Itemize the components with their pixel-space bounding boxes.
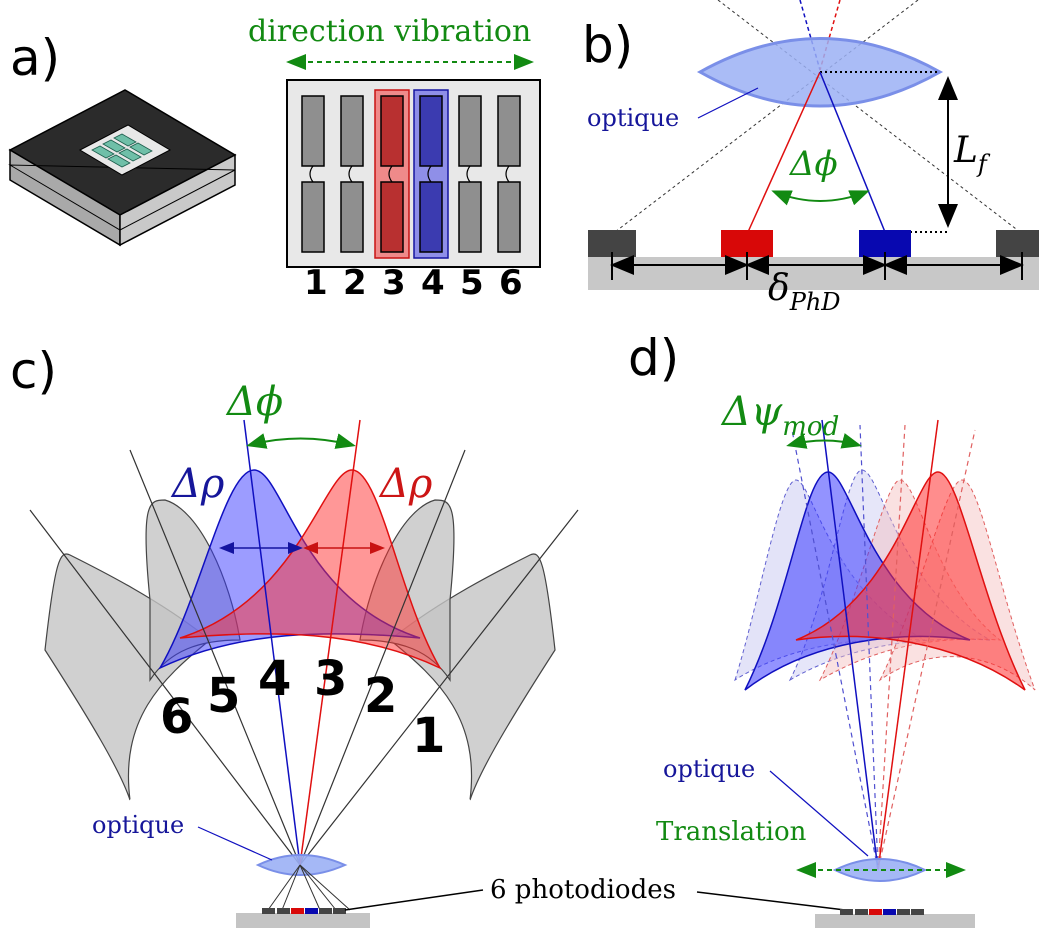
angle-label-c: Δϕ xyxy=(225,379,283,425)
pd-number: 2 xyxy=(343,263,367,303)
optics-label-c: optique xyxy=(92,811,184,839)
photodiode-numbers: 1 2 3 4 5 6 xyxy=(304,263,523,303)
photodiode-3 xyxy=(380,95,404,253)
optics-label-b: optique xyxy=(587,104,679,132)
channel-number: 3 xyxy=(314,651,347,707)
pd-number: 1 xyxy=(304,263,328,303)
substrate-d xyxy=(815,914,975,928)
photodiodes-d xyxy=(840,909,924,915)
pd-number: 5 xyxy=(460,263,484,303)
channel-number: 5 xyxy=(207,668,240,724)
panel-c: c) Δϕ Δρ Δρ 6 xyxy=(10,342,579,928)
channel-number: 6 xyxy=(160,689,193,745)
panel-c-label: c) xyxy=(10,342,57,400)
channel-number: 4 xyxy=(258,651,291,707)
pd-number: 6 xyxy=(499,263,523,303)
panel-d: d) Δψmod Translation optique xyxy=(628,329,1036,928)
photodiodes-label: 6 photodiodes xyxy=(490,875,676,905)
lens-c xyxy=(255,854,348,876)
channel-numbers: 6 5 4 3 2 1 xyxy=(160,651,445,764)
vibration-label: direction vibration xyxy=(248,14,531,49)
chip-package xyxy=(8,89,237,247)
photodiodes-c xyxy=(262,908,346,914)
panel-b: b) Lf Δϕ optique xyxy=(582,0,1039,316)
translation-label: Translation xyxy=(656,817,807,847)
width-label-red: Δρ xyxy=(378,461,433,507)
photodiode-5 xyxy=(458,95,482,253)
pd-number: 4 xyxy=(421,263,445,303)
photodiode-array xyxy=(301,89,521,259)
panel-b-label: b) xyxy=(582,16,633,74)
width-label-blue: Δρ xyxy=(170,461,225,507)
substrate-c xyxy=(236,913,370,928)
angle-label-b: Δϕ xyxy=(788,144,838,184)
panel-a-label: a) xyxy=(10,29,60,87)
photodiode-1 xyxy=(301,95,325,253)
substrate-b xyxy=(588,257,1039,290)
panel-d-label: d) xyxy=(628,329,679,387)
photodiode-6 xyxy=(497,95,521,253)
pd-number: 3 xyxy=(382,263,406,303)
panel-a: a) direction vibration xyxy=(8,14,541,303)
focal-length-label: Lf xyxy=(953,130,991,178)
optics-label-d: optique xyxy=(663,755,755,783)
photodiode-gray-right xyxy=(996,230,1039,257)
photodiode-4 xyxy=(419,95,443,253)
channel-number: 1 xyxy=(412,708,445,764)
pitch-label: δPhD xyxy=(768,268,841,316)
channel-number: 2 xyxy=(364,668,397,724)
modulation-label: Δψmod xyxy=(720,389,839,442)
